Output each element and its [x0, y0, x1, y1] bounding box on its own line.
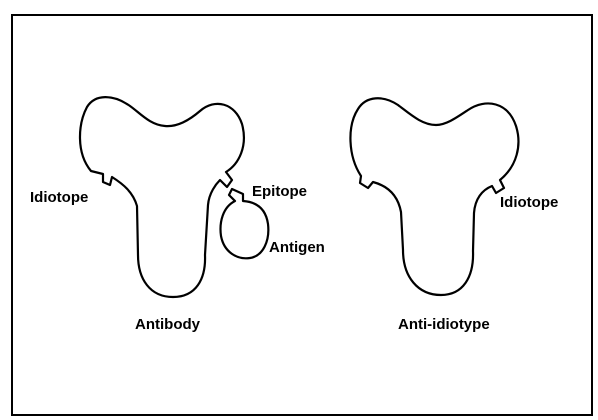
antibody-shape [80, 97, 244, 297]
idiotope-label-left: Idiotope [30, 190, 88, 205]
epitope-label: Epitope [252, 184, 307, 199]
antibody-label: Antibody [135, 317, 200, 332]
antigen-label: Antigen [269, 240, 325, 255]
anti-idiotype-shape [350, 98, 518, 295]
anti-idiotype-label: Anti-idiotype [398, 317, 490, 332]
idiotope-label-right: Idiotope [500, 195, 558, 210]
